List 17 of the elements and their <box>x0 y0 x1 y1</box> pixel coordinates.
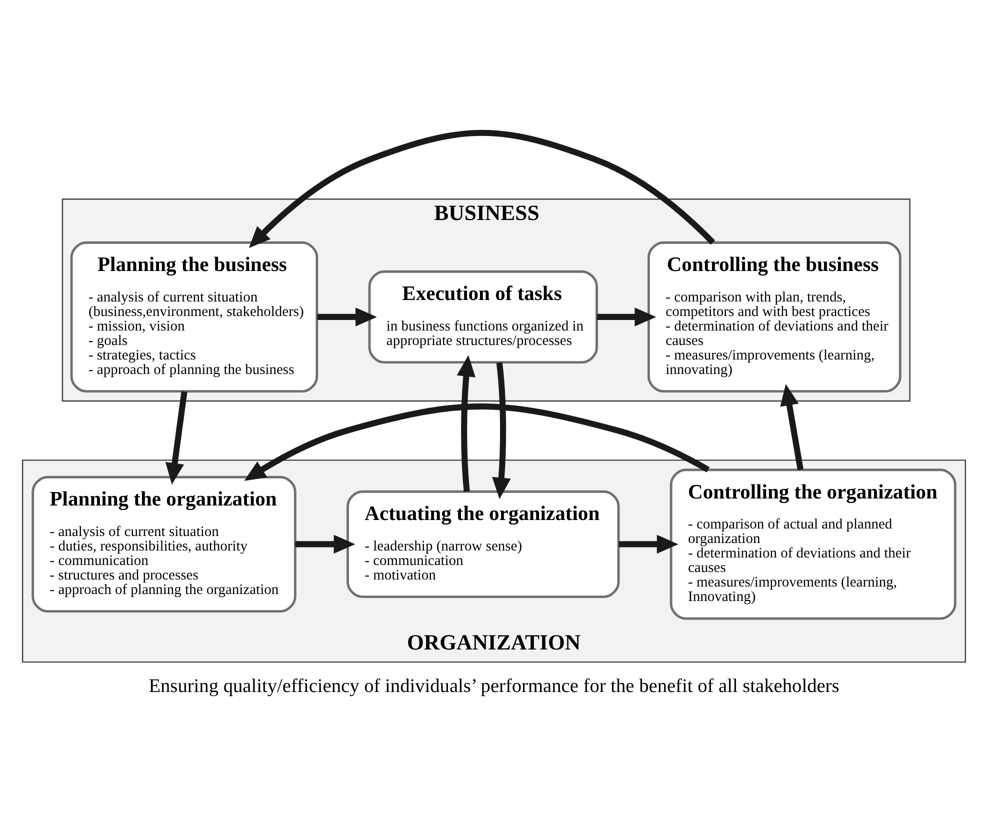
node-box: Controlling the organization - comparison of actual and planned organization - determination of deviations and their causes - measures/improvements (learning, Innovating) <box>670 468 956 620</box>
arrow <box>244 402 710 480</box>
node-box: Controlling the business - comparison with plan, trends, competitors and with best practices - determination of deviations and their causes - measures/improvements (learning, innovating) <box>648 240 902 392</box>
arrow <box>317 307 377 326</box>
caption: Ensuring quality/efficiency of individuals’ performance for the benefit of all stakeholders <box>148 676 840 697</box>
node-box: Planning the business - analysis of current situation (business,environment, stakeholders) - mission, vision - goals - strategies, tactics - approach of planning the business <box>70 240 318 392</box>
arrow <box>295 534 356 554</box>
arrow <box>780 384 804 470</box>
node-box: Execution of tasks in business functions organized in appropriate structures/processes <box>368 270 598 363</box>
node-box: Planning the organization - analysis of current situation - duties, responsibilities, authority - communication - structures and processes - approach of planning the organization <box>32 475 296 612</box>
arrow <box>492 362 511 499</box>
arrow <box>165 390 188 484</box>
arrow <box>596 307 656 326</box>
arrow <box>248 129 716 248</box>
node-box: Actuating the organization - leadership (narrow sense) - communication - motivation <box>346 490 620 598</box>
arrow <box>456 354 476 492</box>
arrow <box>618 534 678 554</box>
